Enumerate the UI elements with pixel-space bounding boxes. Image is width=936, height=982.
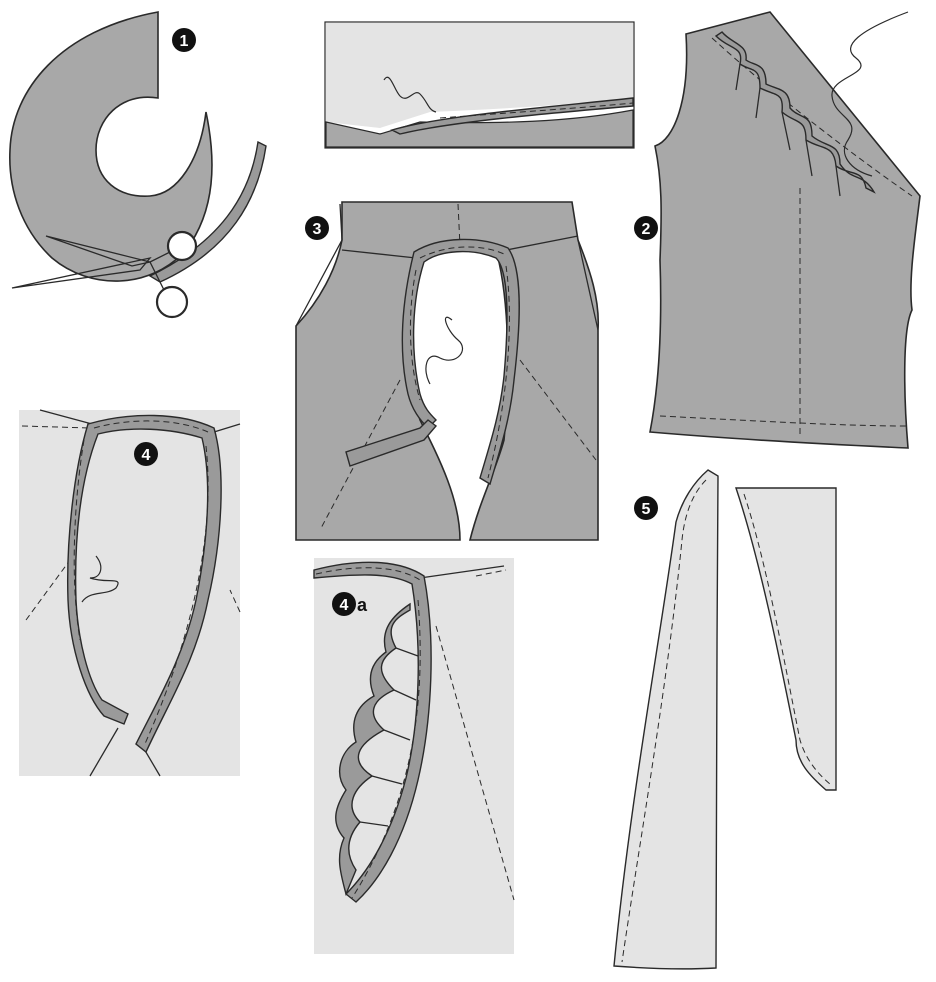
step-4-panel bbox=[19, 409, 241, 777]
binding-tail bbox=[345, 419, 438, 467]
fabric-circle bbox=[9, 11, 213, 282]
step-badge-5: 5 bbox=[634, 496, 658, 520]
short-strip bbox=[735, 487, 837, 791]
step-number: 2 bbox=[642, 221, 651, 238]
detail-inset-panel bbox=[324, 21, 635, 149]
inset-fabric-top bbox=[326, 23, 633, 128]
step-number: 1 bbox=[180, 33, 189, 50]
bodice-piece bbox=[649, 11, 921, 449]
thread-icon bbox=[383, 76, 437, 113]
step-number: 3 bbox=[313, 221, 322, 238]
step-badge-1: 1 bbox=[172, 28, 196, 52]
thread-icon bbox=[425, 316, 464, 385]
thread-icon bbox=[81, 555, 119, 603]
thread-icon bbox=[831, 11, 909, 177]
step-number: 5 bbox=[642, 501, 651, 518]
step-2-panel bbox=[649, 11, 921, 449]
step-number: 4 bbox=[340, 597, 349, 614]
step-suffix: a bbox=[357, 595, 368, 615]
step-badge-2: 2 bbox=[634, 216, 658, 240]
scissors-icon bbox=[11, 230, 198, 319]
step-1-panel bbox=[9, 11, 267, 319]
long-strip bbox=[613, 469, 719, 970]
step-badge-4a: 4 a bbox=[332, 592, 368, 616]
step-4a-panel bbox=[313, 558, 515, 954]
binding-loop bbox=[67, 414, 222, 754]
step-badge-3: 3 bbox=[305, 216, 329, 240]
step-5-panel bbox=[613, 469, 837, 970]
ruffle bbox=[335, 602, 419, 897]
inset-binding bbox=[390, 97, 634, 135]
ruffle bbox=[714, 31, 876, 197]
step-badge-4: 4 bbox=[134, 442, 158, 466]
step-3-panel bbox=[295, 201, 600, 541]
step-number: 4 bbox=[142, 447, 151, 464]
